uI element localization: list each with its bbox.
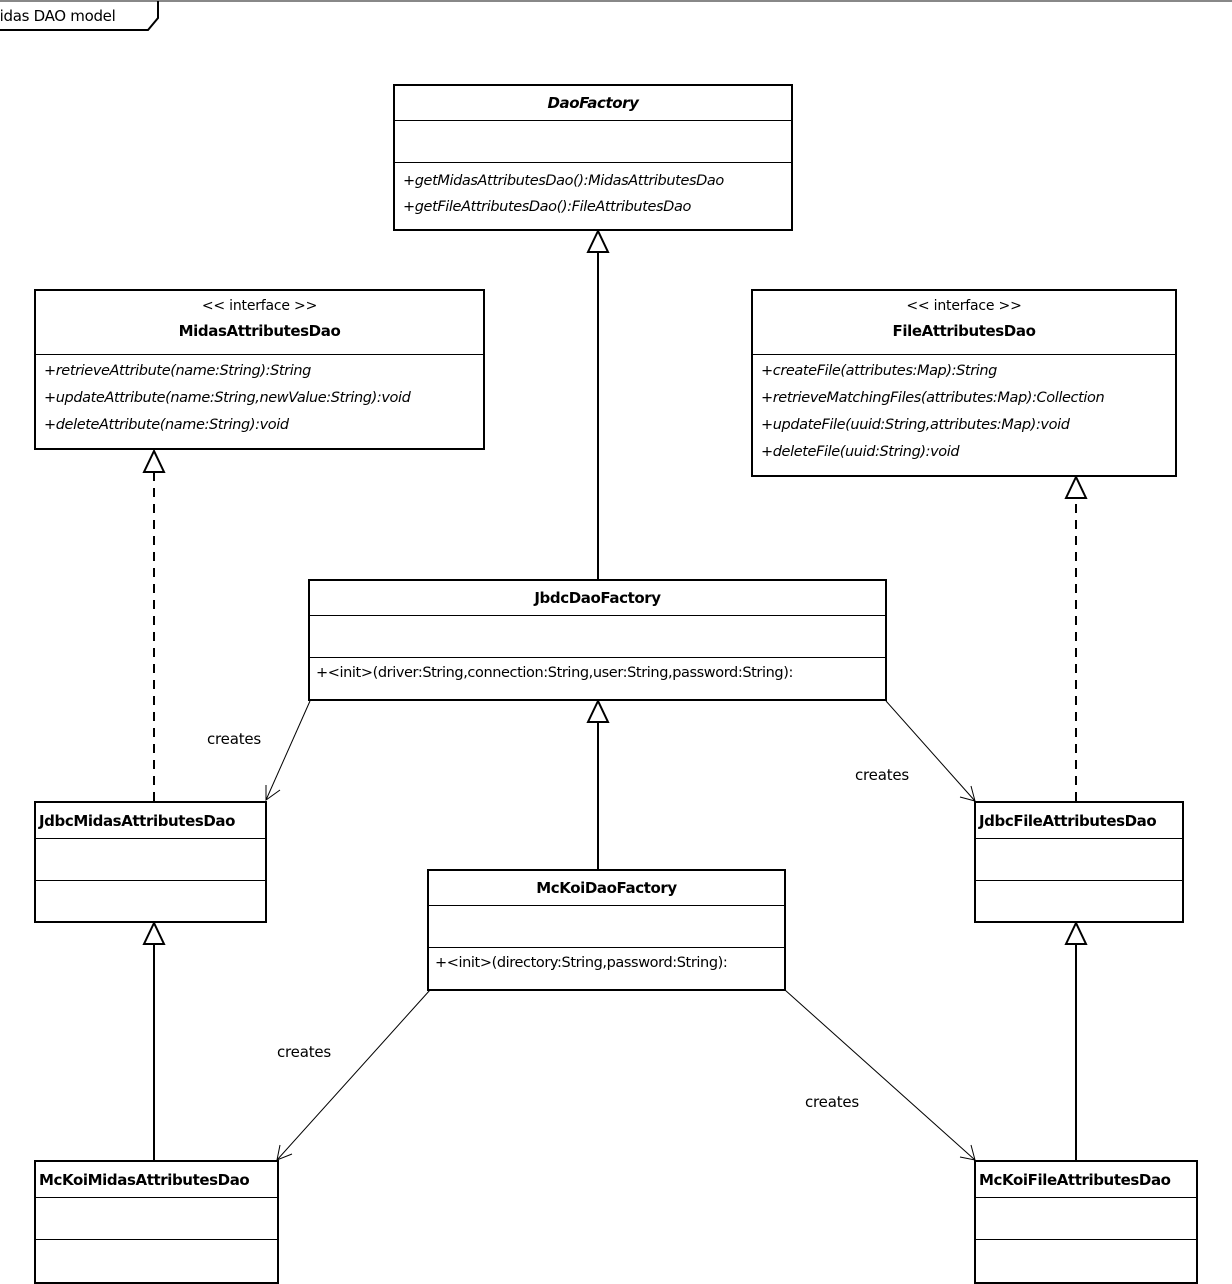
creates-label: creates <box>277 1043 332 1061</box>
generalization-arrowhead <box>1064 920 1088 945</box>
realization-arrowhead <box>1064 474 1088 499</box>
operations-compartment: +<init>(driver:String,connection:String,… <box>310 658 885 687</box>
attributes-compartment <box>976 839 1182 881</box>
attributes-compartment <box>395 121 791 163</box>
operation: +updateAttribute(name:String,newValue:St… <box>44 390 411 406</box>
stereotype-label: << interface >> <box>906 298 1022 314</box>
creates-dependency-line <box>784 989 976 1161</box>
creates-label: creates <box>805 1093 860 1111</box>
operations-compartment: +getMidasAttributesDao():MidasAttributes… <box>395 163 791 220</box>
operations-compartment: +<init>(directory:String,password:String… <box>429 948 784 977</box>
class-jdbc-midas-attributes-dao[interactable]: JdbcMidasAttributesDao <box>34 801 267 923</box>
creates-label: creates <box>207 730 262 748</box>
operation: +deleteFile(uuid:String):void <box>761 444 960 460</box>
class-name: JdbcMidasAttributesDao <box>39 812 236 830</box>
attributes-compartment <box>36 839 265 881</box>
creates-dependency-line <box>885 700 976 802</box>
class-header: JdbcFileAttributesDao <box>976 803 1182 839</box>
generalization-arrowhead <box>142 920 166 945</box>
generalization-arrowhead <box>586 228 610 253</box>
class-name: McKoiDaoFactory <box>536 879 677 897</box>
operation: +getFileAttributesDao():FileAttributesDa… <box>403 199 691 215</box>
class-mckoi-file-attributes-dao[interactable]: McKoiFileAttributesDao <box>974 1160 1198 1284</box>
operation: +deleteAttribute(name:String):void <box>44 417 289 433</box>
operations-compartment: +retrieveAttribute(name:String):String +… <box>36 355 483 439</box>
open-arrowhead <box>265 785 281 801</box>
operation: +createFile(attributes:Map):String <box>761 363 997 379</box>
class-mckoi-dao-factory[interactable]: McKoiDaoFactory +<init>(directory:String… <box>427 869 786 991</box>
class-header: << interface >> MidasAttributesDao <box>36 291 483 355</box>
class-header: DaoFactory <box>395 86 791 121</box>
frame-tab-outline <box>0 1 159 31</box>
operation: +updateFile(uuid:String,attributes:Map):… <box>761 417 1070 433</box>
class-name: JbdcDaoFactory <box>534 589 661 607</box>
class-name: MidasAttributesDao <box>178 322 341 340</box>
class-header: McKoiDaoFactory <box>429 871 784 906</box>
attributes-compartment <box>976 1198 1196 1240</box>
operation: +<init>(directory:String,password:String… <box>435 955 728 971</box>
class-jdbc-dao-factory[interactable]: JbdcDaoFactory +<init>(driver:String,con… <box>308 579 887 701</box>
attributes-compartment <box>310 616 885 658</box>
creates-label: creates <box>855 766 910 784</box>
operation: +getMidasAttributesDao():MidasAttributes… <box>403 173 724 189</box>
operation: +retrieveAttribute(name:String):String <box>44 363 311 379</box>
operation: +<init>(driver:String,connection:String,… <box>316 665 793 681</box>
class-mckoi-midas-attributes-dao[interactable]: McKoiMidasAttributesDao <box>34 1160 279 1284</box>
creates-dependency-line <box>276 989 431 1161</box>
attributes-compartment <box>36 1198 277 1240</box>
attributes-compartment <box>429 906 784 948</box>
class-header: McKoiFileAttributesDao <box>976 1162 1196 1198</box>
class-header: JdbcMidasAttributesDao <box>36 803 265 839</box>
class-header: << interface >> FileAttributesDao <box>753 291 1175 355</box>
stereotype-label: << interface >> <box>201 298 318 314</box>
class-header: McKoiMidasAttributesDao <box>36 1162 277 1198</box>
operation: +retrieveMatchingFiles(attributes:Map):C… <box>761 390 1105 406</box>
class-header: JbdcDaoFactory <box>310 581 885 616</box>
class-name: DaoFactory <box>547 94 639 112</box>
interface-midas-attributes-dao[interactable]: << interface >> MidasAttributesDao +retr… <box>34 289 485 450</box>
generalization-arrowhead <box>586 698 610 723</box>
frame-label: Midas DAO model <box>0 7 116 25</box>
class-name: McKoiMidasAttributesDao <box>39 1171 250 1189</box>
class-name: FileAttributesDao <box>892 322 1036 340</box>
class-name: McKoiFileAttributesDao <box>979 1171 1171 1189</box>
realization-arrowhead <box>142 448 166 473</box>
interface-file-attributes-dao[interactable]: << interface >> FileAttributesDao +creat… <box>751 289 1177 477</box>
class-jdbc-file-attributes-dao[interactable]: JdbcFileAttributesDao <box>974 801 1184 923</box>
class-name: JdbcFileAttributesDao <box>979 812 1157 830</box>
creates-dependency-line <box>265 700 311 801</box>
operations-compartment: +createFile(attributes:Map):String +retr… <box>753 355 1175 466</box>
class-dao-factory[interactable]: DaoFactory +getMidasAttributesDao():Mida… <box>393 84 793 231</box>
